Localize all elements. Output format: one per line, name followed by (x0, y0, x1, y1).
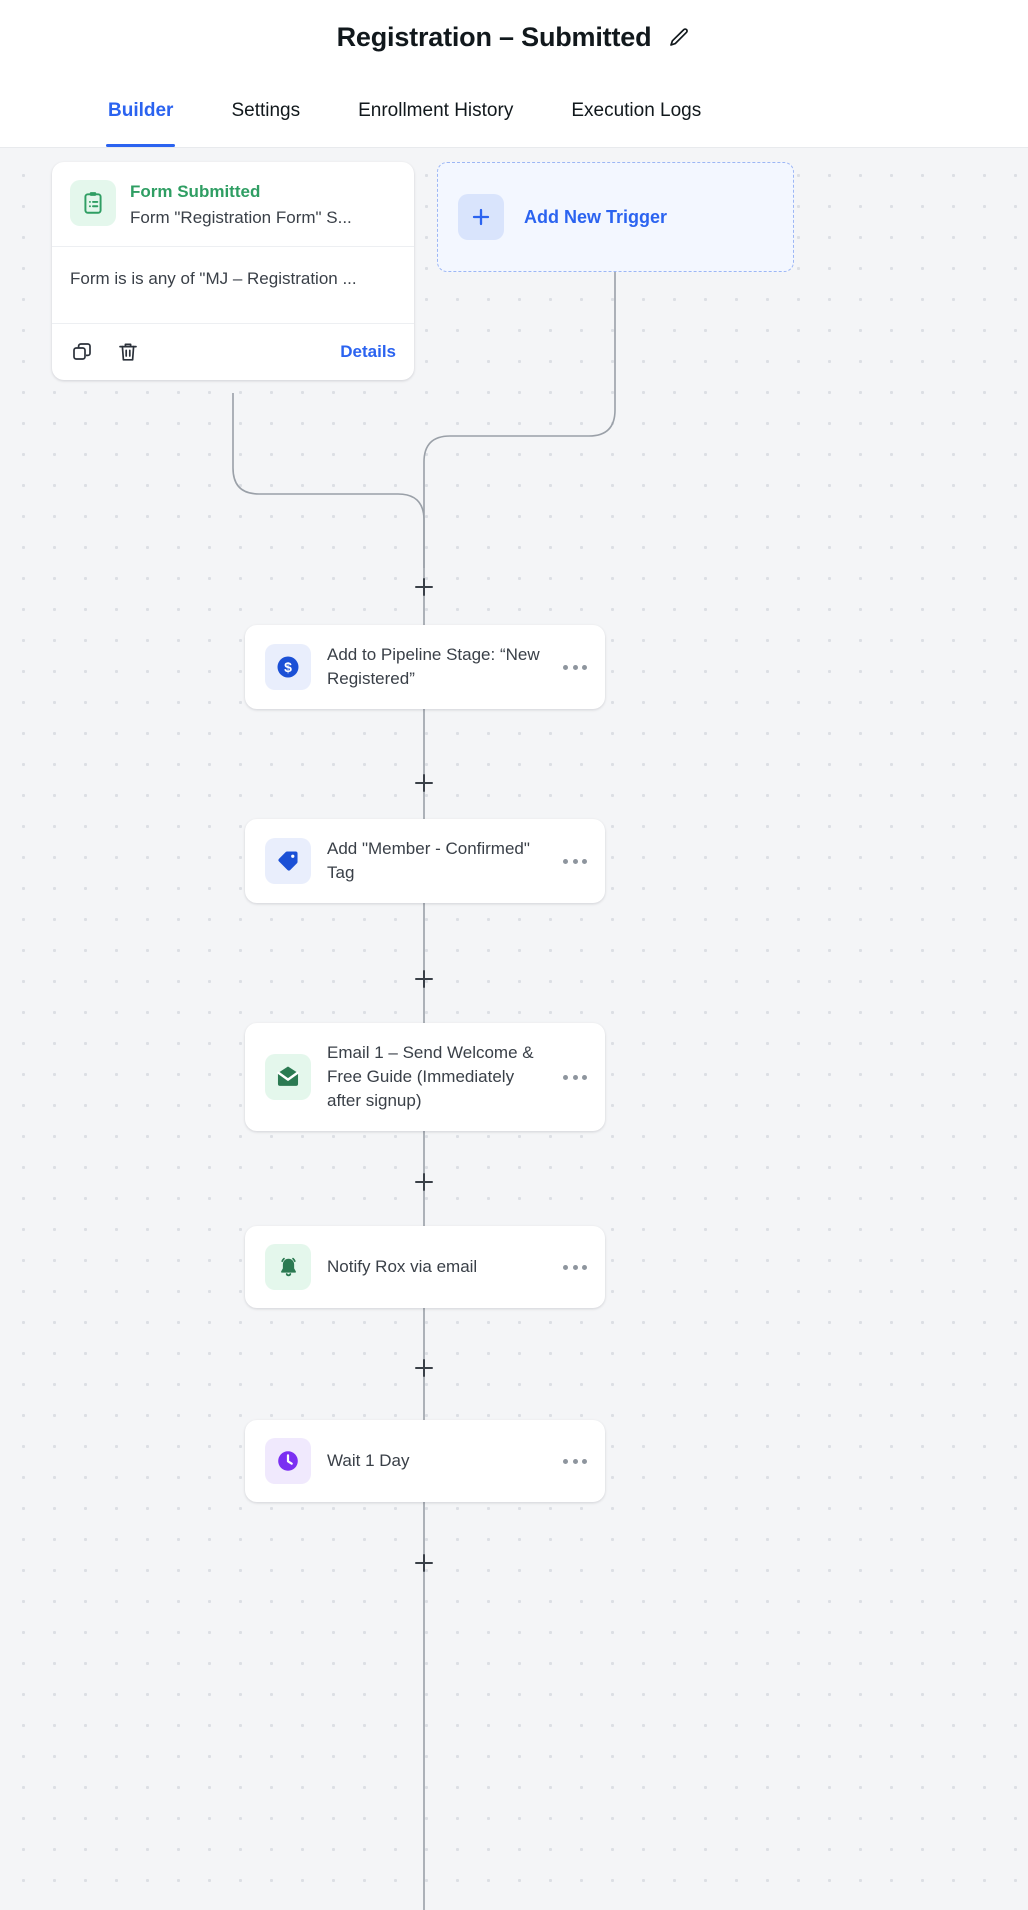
action-node-label: Email 1 – Send Welcome & Free Guide (Imm… (327, 1043, 534, 1111)
tab-execution-logs[interactable]: Execution Logs (569, 75, 703, 147)
trigger-card-header: Form Submitted Form "Registration Form" … (52, 162, 414, 246)
more-options-icon[interactable] (561, 853, 589, 870)
tab-settings[interactable]: Settings (229, 75, 302, 147)
clipboard-list-icon (70, 180, 116, 226)
tab-builder[interactable]: Builder (106, 75, 176, 147)
trigger-subtitle: Form "Registration Form" S... (130, 207, 352, 227)
action-node-label: Notify Rox via email (327, 1256, 478, 1276)
workflow-canvas[interactable]: Form Submitted Form "Registration Form" … (0, 148, 1028, 1910)
action-node-notify[interactable]: Notify Rox via email (245, 1226, 605, 1308)
more-options-icon[interactable] (561, 1259, 589, 1276)
tab-label: Enrollment History (358, 100, 514, 121)
pencil-icon[interactable] (667, 26, 691, 50)
trigger-card[interactable]: Form Submitted Form "Registration Form" … (52, 162, 414, 380)
trigger-title: Form Submitted (130, 182, 261, 201)
action-node-pipeline-stage[interactable]: $ Add to Pipeline Stage: “New Registered… (245, 625, 605, 710)
add-step-handle[interactable] (413, 968, 435, 990)
action-node-label: Wait 1 Day (327, 1450, 410, 1470)
action-node-label: Add "Member - Confirmed" Tag (327, 839, 530, 883)
page-title: Registration – Submitted (336, 22, 652, 52)
tab-bar: Builder Settings Enrollment History Exec… (0, 75, 1028, 148)
add-step-handle[interactable] (413, 1357, 435, 1379)
add-step-handle[interactable] (413, 1552, 435, 1574)
action-node-label: Add to Pipeline Stage: “New Registered” (327, 645, 540, 689)
tab-enrollment-history[interactable]: Enrollment History (356, 75, 515, 147)
trash-icon[interactable] (116, 340, 140, 364)
trigger-card-footer: Details (52, 322, 414, 380)
add-step-handle[interactable] (413, 1171, 435, 1193)
tag-icon (265, 838, 311, 885)
more-options-icon[interactable] (561, 1069, 589, 1086)
envelope-icon (265, 1054, 311, 1101)
svg-text:$: $ (284, 659, 292, 675)
action-node-send-email[interactable]: Email 1 – Send Welcome & Free Guide (Imm… (245, 1023, 605, 1132)
bell-icon (265, 1244, 311, 1290)
plus-icon (458, 194, 504, 240)
action-node-add-tag[interactable]: Add "Member - Confirmed" Tag (245, 819, 605, 904)
page-header: Registration – Submitted (0, 0, 1028, 75)
tab-label: Settings (231, 100, 301, 121)
add-new-trigger-label: Add New Trigger (524, 206, 668, 227)
add-new-trigger-button[interactable]: Add New Trigger (437, 162, 794, 272)
details-link[interactable]: Details (340, 341, 396, 361)
more-options-icon[interactable] (561, 1453, 589, 1470)
add-step-handle[interactable] (413, 772, 435, 794)
action-node-wait[interactable]: Wait 1 Day (245, 1420, 605, 1502)
add-step-handle[interactable] (413, 576, 435, 598)
dollar-circle-icon: $ (265, 644, 311, 691)
more-options-icon[interactable] (561, 659, 589, 676)
clock-icon (265, 1438, 311, 1484)
trigger-condition: Form is is any of "MJ – Registration ... (52, 245, 414, 323)
copy-icon[interactable] (70, 340, 94, 364)
tab-label: Execution Logs (571, 100, 702, 121)
tab-label: Builder (108, 100, 174, 121)
